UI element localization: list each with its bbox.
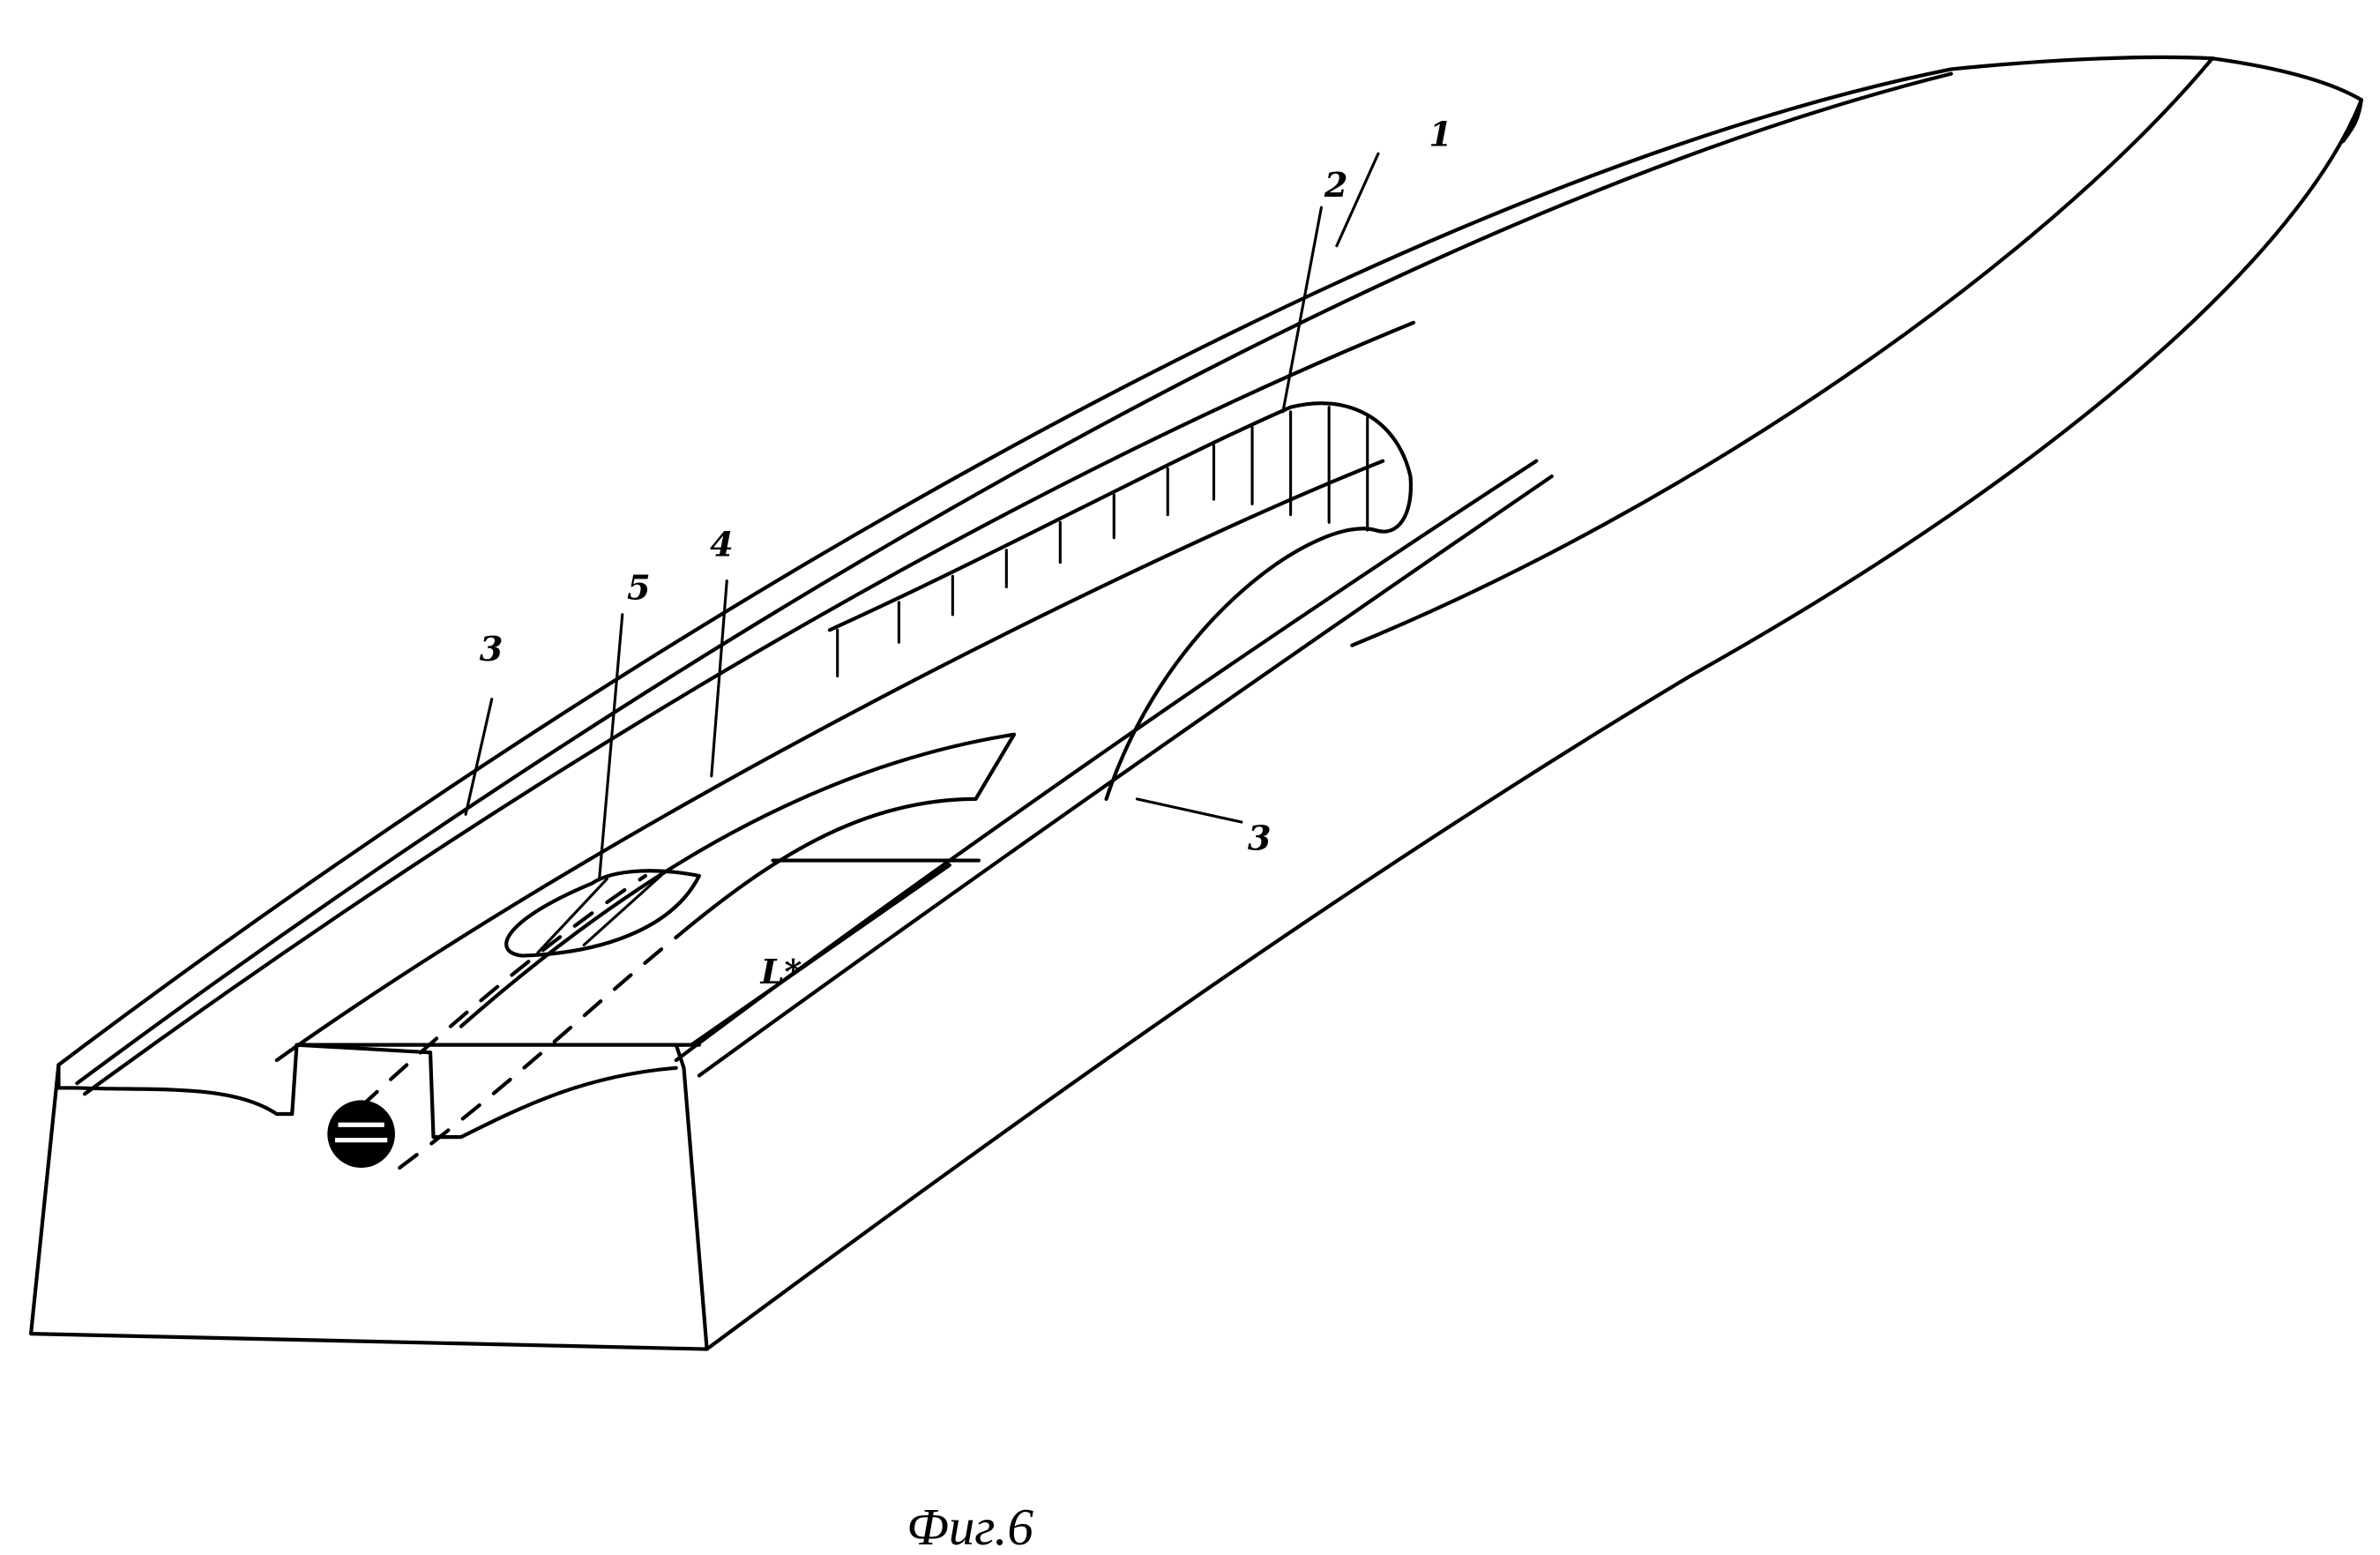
figure-caption: Фиг.6 xyxy=(906,1498,1033,1555)
label-part-2: 2 xyxy=(1324,166,1348,206)
dashed-axis xyxy=(359,873,678,1170)
element-5 xyxy=(504,869,701,958)
label-part-3-left: 3 xyxy=(480,630,504,669)
label-part-1: 1 xyxy=(1429,115,1452,154)
label-part-4: 4 xyxy=(710,526,734,565)
insert-4 xyxy=(459,732,1017,1047)
hull-outline xyxy=(28,55,2363,1351)
label-length: L* xyxy=(760,953,802,992)
cavity-2 xyxy=(827,401,1414,801)
leader-lines xyxy=(464,152,1380,881)
shaft-circle xyxy=(327,1100,395,1168)
label-part-3-right: 3 xyxy=(1248,819,1272,858)
label-part-5: 5 xyxy=(627,568,651,608)
